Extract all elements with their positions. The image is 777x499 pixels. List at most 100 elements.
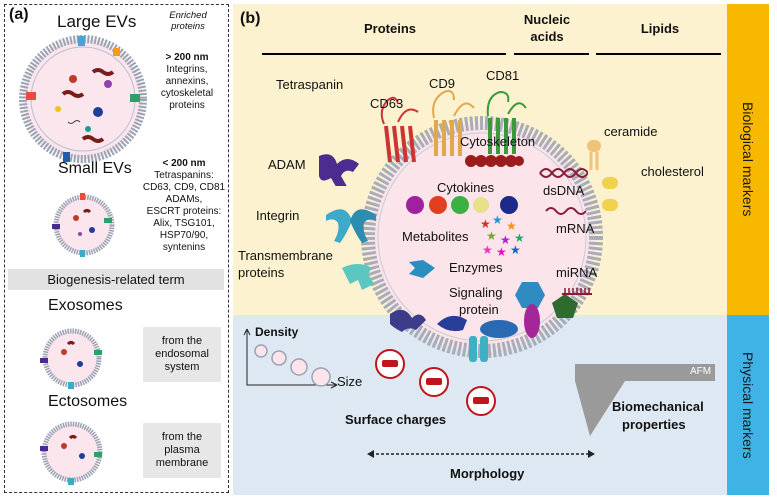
large-protein-line: Integrins, bbox=[166, 64, 208, 75]
morphology-label: Morphology bbox=[450, 466, 525, 481]
transmembrane-label-line: Transmembrane bbox=[238, 248, 333, 263]
integrin-icon bbox=[326, 209, 376, 243]
surface-charges-icons bbox=[375, 349, 496, 416]
tetraspanin-label: Tetraspanin bbox=[276, 77, 344, 92]
exosomes-title: Exosomes bbox=[48, 297, 123, 314]
biomechanical-label: Biomechanical properties bbox=[612, 398, 704, 434]
signaling-protein-label: Signaling protein bbox=[449, 284, 503, 318]
small-protein-line: ESCRT proteins: bbox=[146, 206, 222, 217]
large-ev-illustration bbox=[19, 35, 147, 163]
mirna-label: miRNA bbox=[556, 265, 598, 280]
svg-text:★: ★ bbox=[496, 245, 507, 258]
ectosomes-origin-line: membrane bbox=[155, 457, 209, 469]
cholesterol-label: cholesterol bbox=[641, 164, 704, 179]
mirna-icon bbox=[562, 288, 592, 295]
cholesterol-icon bbox=[602, 177, 618, 211]
cd63-label: CD63 bbox=[370, 96, 404, 111]
large-size: > 200 nm bbox=[165, 52, 209, 63]
transmembrane-label-line: proteins bbox=[238, 265, 285, 280]
morphology-arrow bbox=[367, 450, 595, 458]
svg-text:★: ★ bbox=[482, 243, 493, 257]
adam-icon bbox=[319, 154, 359, 186]
ectosomes-origin-line: from the bbox=[161, 431, 203, 443]
afm-label: AFM bbox=[690, 366, 712, 377]
size-label: Size bbox=[337, 374, 363, 389]
large-protein-line: cytoskeletal bbox=[160, 88, 214, 99]
small-protein-line: syntenins bbox=[162, 242, 206, 253]
ectosomes-title: Ectosomes bbox=[48, 393, 128, 410]
cd9-label: CD9 bbox=[429, 76, 456, 91]
large-protein-line: proteins bbox=[169, 100, 205, 111]
proteins-underline bbox=[262, 53, 506, 55]
signaling-pentagon-icon bbox=[552, 294, 578, 318]
ectosome-illustration bbox=[40, 421, 103, 485]
exosomes-origin-line: system bbox=[164, 361, 200, 373]
ceramide-icon bbox=[587, 140, 601, 170]
enzymes-label: Enzymes bbox=[449, 260, 503, 275]
membrane-channel-icon bbox=[469, 336, 488, 362]
svg-text:★: ★ bbox=[506, 219, 517, 233]
panel-a-label: (a) bbox=[9, 6, 29, 23]
exosomes-origin-box: from the endosomal system bbox=[143, 327, 221, 382]
physical-markers-label: Physical markers bbox=[740, 351, 756, 459]
biogenesis-term-bar: Biogenesis-related term bbox=[8, 269, 224, 290]
transmembrane-label: Transmembrane proteins bbox=[238, 247, 333, 281]
integrin-label: Integrin bbox=[256, 208, 300, 223]
large-evs-title: Large EVs bbox=[57, 12, 137, 31]
header-proteins: Proteins bbox=[363, 21, 416, 36]
mrna-label: mRNA bbox=[556, 221, 595, 236]
enriched-proteins-text: Enriched proteins bbox=[169, 10, 207, 32]
small-protein-line: HSP70/90, bbox=[159, 230, 209, 241]
cytokines-icon bbox=[406, 196, 518, 214]
small-protein-list: Tetraspanins: CD63, CD9, CD81 ADAMs, ESC… bbox=[140, 170, 228, 254]
surface-charges-label: Surface charges bbox=[345, 412, 447, 427]
membrane-protein-navy-icon bbox=[437, 315, 467, 332]
small-size: < 200 nm bbox=[162, 158, 206, 169]
small-protein-line: Alix, TSG101, bbox=[153, 218, 215, 229]
svg-text:★: ★ bbox=[492, 214, 503, 227]
cd9-icon bbox=[432, 90, 475, 156]
cytokines-label: Cytokines bbox=[437, 180, 495, 195]
dsdna-icon bbox=[539, 168, 588, 178]
membrane-protein-purple-icon bbox=[390, 309, 426, 332]
ectosomes-origin-line: plasma bbox=[164, 444, 200, 456]
nucleic-underline bbox=[514, 53, 589, 55]
panel-a-frame bbox=[4, 4, 229, 493]
exosome-illustration bbox=[40, 328, 102, 389]
transmembrane-protein-icon bbox=[342, 264, 374, 290]
small-ev-illustration bbox=[52, 193, 115, 257]
header-nucleic-acids: Nucleic acids bbox=[510, 11, 584, 45]
header-nucleic-line: Nucleic bbox=[523, 12, 571, 27]
mrna-icon bbox=[545, 207, 586, 215]
biomechanical-label-line: properties bbox=[622, 417, 686, 432]
membrane-protein-blue-icon bbox=[480, 320, 518, 338]
small-evs-title: Small EVs bbox=[58, 160, 132, 177]
enzyme-icon bbox=[409, 260, 435, 278]
small-protein-line: CD63, CD9, CD81 bbox=[142, 182, 226, 193]
adam-label: ADAM bbox=[268, 157, 306, 172]
signaling-hexagon-icon bbox=[515, 282, 545, 308]
svg-text:★: ★ bbox=[500, 233, 511, 247]
svg-text:★: ★ bbox=[486, 229, 497, 243]
header-nucleic-line: acids bbox=[530, 29, 564, 44]
enriched-proteins-caption: Enriched proteins bbox=[153, 10, 223, 32]
biomechanical-label-line: Biomechanical bbox=[612, 399, 704, 414]
svg-text:★: ★ bbox=[514, 231, 525, 245]
cytoskeleton-label: Cytoskeleton bbox=[460, 134, 536, 149]
biological-markers-label: Biological markers bbox=[740, 102, 756, 217]
svg-text:★: ★ bbox=[510, 243, 521, 257]
small-protein-line: Tetraspanins: bbox=[154, 170, 214, 181]
panel-b-label: (b) bbox=[240, 10, 261, 27]
metabolites-label: Metabolites bbox=[402, 229, 469, 244]
cd63-icon bbox=[380, 96, 419, 163]
large-protein-line: annexins, bbox=[165, 76, 209, 87]
cd81-icon bbox=[486, 90, 527, 154]
signaling-label-line: Signaling bbox=[449, 285, 503, 300]
signaling-label-line: protein bbox=[459, 302, 499, 317]
large-protein-list: Integrins, annexins, cytoskeletal protei… bbox=[148, 64, 226, 112]
ectosomes-origin-box: from the plasma membrane bbox=[143, 423, 221, 478]
density-label: Density bbox=[255, 325, 299, 339]
exosomes-origin-line: endosomal bbox=[155, 348, 209, 360]
lipids-underline bbox=[596, 53, 721, 55]
small-protein-line: ADAMs, bbox=[165, 194, 203, 205]
